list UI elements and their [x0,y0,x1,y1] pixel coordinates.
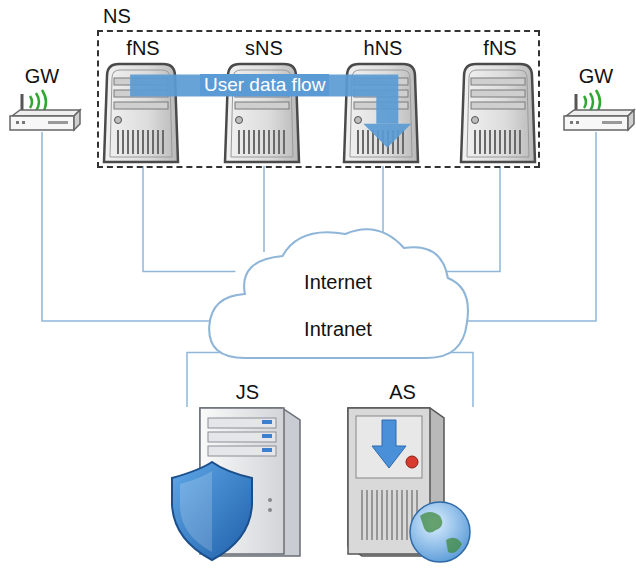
server-node: JS [187,380,308,560]
cloud-label: Intranet [203,317,473,341]
server-node: hNS [340,36,426,166]
server-node: fNS [457,36,543,166]
node-label: JS [187,380,308,404]
edge-label: User data flow [200,74,329,96]
network-link [462,132,596,321]
network-link [419,353,473,408]
cloud-outline [203,222,473,372]
network-link [446,166,500,272]
node-label: GW [1,64,83,88]
server-node: fNS [100,36,186,166]
network-cloud: InternetIntranet [203,222,473,372]
group-title: NS [103,4,131,28]
node-label: sNS [221,36,307,60]
node-label: GW [555,64,636,88]
server-node: AS [332,380,473,560]
node-label: fNS [100,36,186,60]
node-label: AS [332,380,473,404]
cloud-label: Internet [203,270,473,294]
network-link [263,166,265,252]
node-label: hNS [340,36,426,60]
gateway-node: GW [1,64,83,132]
network-link [42,132,214,321]
group-box: NSfNSsNShNSfNS [97,30,540,168]
network-link [143,166,235,272]
server-node: sNS [221,36,307,166]
node-label: fNS [457,36,543,60]
gateway-node: GW [555,64,636,132]
